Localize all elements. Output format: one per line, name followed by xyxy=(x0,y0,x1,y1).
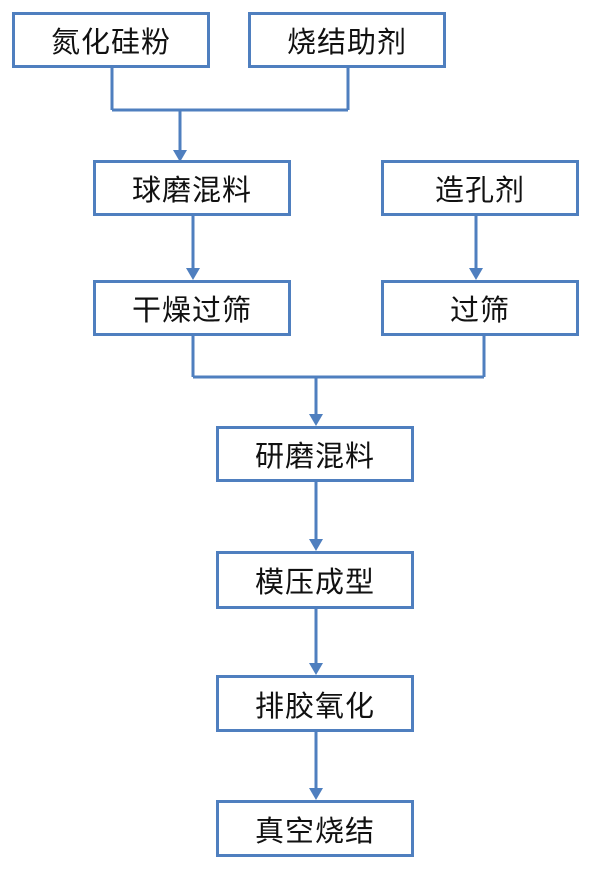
arrowhead-to-grindmix xyxy=(309,414,323,426)
node-mold-pressing: 模压成型 xyxy=(216,551,414,609)
arrowhead-to-sinter xyxy=(309,788,323,800)
node-vacuum-sintering: 真空烧结 xyxy=(216,800,414,857)
node-sintering-aid: 烧结助剂 xyxy=(248,12,446,68)
node-dry-sieve: 干燥过筛 xyxy=(93,280,291,336)
node-ball-mill-mixing: 球磨混料 xyxy=(93,160,291,216)
node-pore-former: 造孔剂 xyxy=(381,160,579,216)
node-grind-mixing: 研磨混料 xyxy=(216,426,414,482)
arrowhead-to-sieve xyxy=(469,268,483,280)
arrowhead-to-drysieve xyxy=(186,268,200,280)
arrowhead-to-mold xyxy=(309,539,323,551)
node-sieve: 过筛 xyxy=(381,280,579,336)
node-silicon-nitride-powder: 氮化硅粉 xyxy=(12,12,210,68)
arrowhead-to-ballmill xyxy=(173,150,187,162)
node-debinding-oxidation: 排胶氧化 xyxy=(216,675,414,732)
arrowhead-to-debind xyxy=(309,663,323,675)
